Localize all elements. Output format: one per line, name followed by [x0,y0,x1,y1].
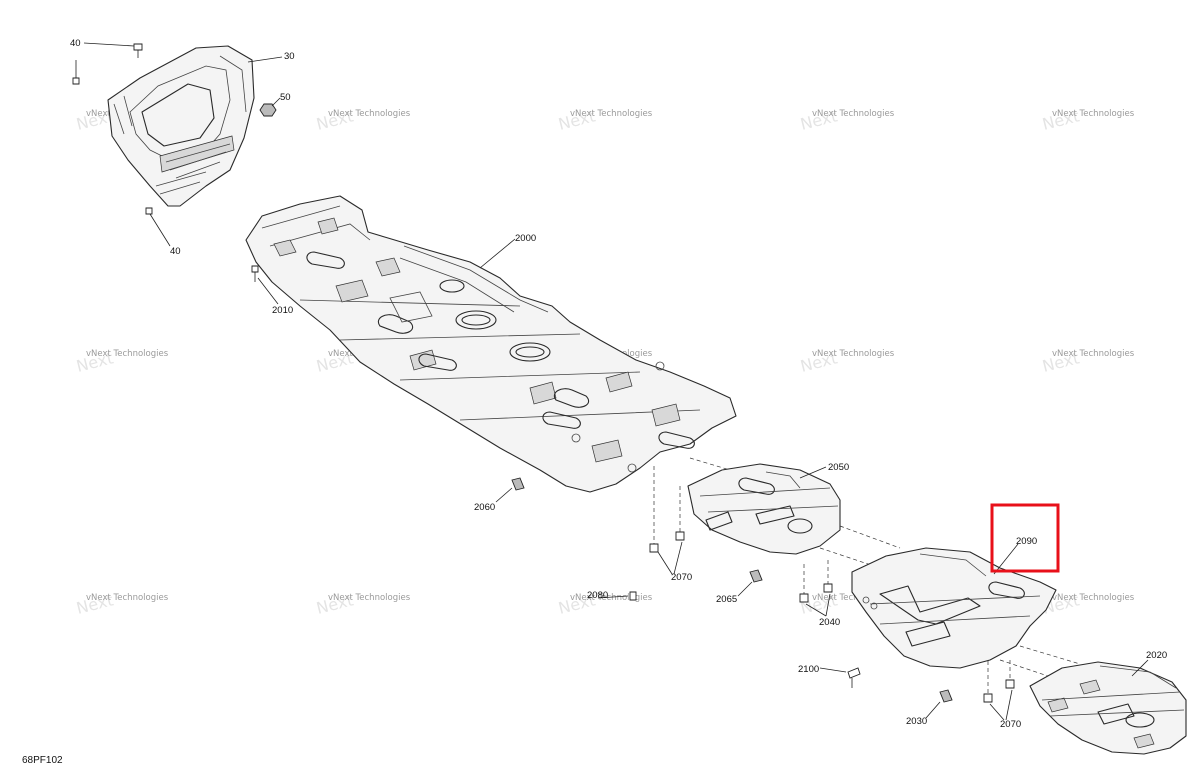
part-2090-rear-plate [851,547,1057,669]
fastener-2010 [251,265,259,282]
svg-text:vNext Technologies: vNext Technologies [328,109,411,119]
callout-2070-a: 2070 [671,572,692,583]
callout-2065: 2065 [716,594,737,605]
svg-text:vNext Technologies: vNext Technologies [86,593,169,603]
callout-2050: 2050 [828,462,849,473]
callout-2010: 2010 [272,305,293,316]
watermark: Next vNext Technologies [1040,348,1134,375]
watermark: Next vNext Technologies [1040,590,1134,617]
callout-2040: 2040 [819,617,840,628]
fastener-2080 [629,591,637,601]
part-2000-main-skid-plate [245,195,737,493]
svg-text:vNext Technologies: vNext Technologies [570,593,653,603]
callout-2000: 2000 [515,233,536,244]
watermark: Next vNext Technologies [798,106,894,133]
callout-40-top: 40 [70,38,81,49]
fastener-2070-b1 [983,693,993,703]
part-2050-middle-plate [687,463,841,555]
callout-labels: 40 30 50 40 2000 2010 2050 2060 2070 206… [70,38,1167,730]
callout-2060: 2060 [474,502,495,513]
callout-2030: 2030 [906,716,927,727]
fastener-40-left [72,60,80,85]
callout-2020: 2020 [1146,650,1167,661]
leader-lines [83,42,1149,721]
watermark: Next vNext Technologies [74,590,168,617]
highlight-box-2090 [990,503,1060,573]
svg-text:vNext Technologies: vNext Technologies [812,349,895,359]
fastener-2070-a2 [675,531,685,541]
svg-text:vNext Technologies: vNext Technologies [812,593,895,603]
callout-2090: 2090 [1016,536,1037,547]
nut-2030 [939,689,953,703]
callout-40-bottom: 40 [170,246,181,257]
nut-2065 [749,569,763,583]
watermark: Next vNext Technologies [74,348,168,375]
svg-text:vNext Technologies: vNext Technologies [86,349,169,359]
svg-text:vNext Technologies: vNext Technologies [328,593,411,603]
part-2020-rear-end-plate [1029,661,1187,755]
fastener-2070-b2 [1005,679,1015,689]
callout-2100: 2100 [798,664,819,675]
svg-text:vNext Technologies: vNext Technologies [1052,109,1135,119]
nut-50 [259,103,277,117]
callout-2070-b: 2070 [1000,719,1021,730]
svg-text:vNext Technologies: vNext Technologies [1052,349,1135,359]
part-30-front-bracket [107,45,255,207]
watermark: Next vNext Technologies [314,106,410,133]
svg-text:vNext Technologies: vNext Technologies [1052,593,1135,603]
watermark: Next vNext Technologies [314,590,410,617]
fastener-40-top [133,43,143,58]
nut-2100 [847,667,861,688]
callout-50: 50 [280,92,291,103]
watermark: Next vNext Technologies [798,348,894,375]
diagram-reference-code: 68PF102 [22,755,63,766]
fastener-2040-b [823,583,833,593]
watermark: Next vNext Technologies [1040,106,1134,133]
fastener-2040-a [799,593,809,603]
fastener-2070-a1 [649,543,659,553]
callout-2080: 2080 [587,590,608,601]
svg-text:vNext Technologies: vNext Technologies [570,109,653,119]
callout-30: 30 [284,51,295,62]
watermark: Next vNext Technologies [556,106,652,133]
nut-2060 [511,477,525,491]
fastener-40-bottom [145,207,153,215]
svg-text:vNext Technologies: vNext Technologies [812,109,895,119]
